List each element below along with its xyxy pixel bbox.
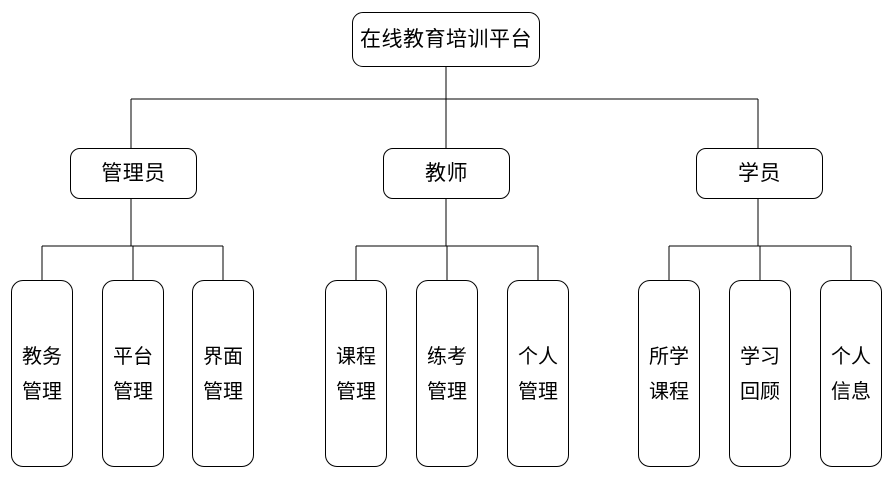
node-role-admin[interactable]: 管理员 (70, 148, 197, 199)
node-leaf-student-1[interactable]: 学习 回顾 (729, 280, 791, 467)
node-leaf-admin-0[interactable]: 教务 管理 (11, 280, 73, 467)
node-leaf-teacher-2-label: 个人 管理 (518, 343, 558, 403)
node-root[interactable]: 在线教育培训平台 (352, 12, 540, 67)
node-role-student-label: 学员 (738, 161, 781, 185)
node-root-label: 在线教育培训平台 (360, 27, 532, 51)
node-leaf-teacher-1[interactable]: 练考 管理 (416, 280, 478, 467)
node-role-student[interactable]: 学员 (696, 148, 823, 199)
node-leaf-student-2[interactable]: 个人 信息 (820, 280, 882, 467)
node-leaf-admin-1-label: 平台 管理 (113, 343, 153, 403)
node-leaf-teacher-0[interactable]: 课程 管理 (325, 280, 387, 467)
node-leaf-student-1-label: 学习 回顾 (740, 343, 780, 403)
node-leaf-teacher-2[interactable]: 个人 管理 (507, 280, 569, 467)
node-role-admin-label: 管理员 (101, 161, 166, 185)
node-leaf-admin-2[interactable]: 界面 管理 (192, 280, 254, 467)
node-leaf-student-0[interactable]: 所学 课程 (638, 280, 700, 467)
node-leaf-admin-2-label: 界面 管理 (203, 343, 243, 403)
node-leaf-student-0-label: 所学 课程 (649, 343, 689, 403)
node-leaf-admin-0-label: 教务 管理 (22, 343, 62, 403)
node-leaf-teacher-1-label: 练考 管理 (427, 343, 467, 403)
node-leaf-teacher-0-label: 课程 管理 (336, 343, 376, 403)
node-leaf-admin-1[interactable]: 平台 管理 (102, 280, 164, 467)
node-role-teacher-label: 教师 (425, 161, 468, 185)
node-leaf-student-2-label: 个人 信息 (831, 343, 871, 403)
node-role-teacher[interactable]: 教师 (383, 148, 510, 199)
